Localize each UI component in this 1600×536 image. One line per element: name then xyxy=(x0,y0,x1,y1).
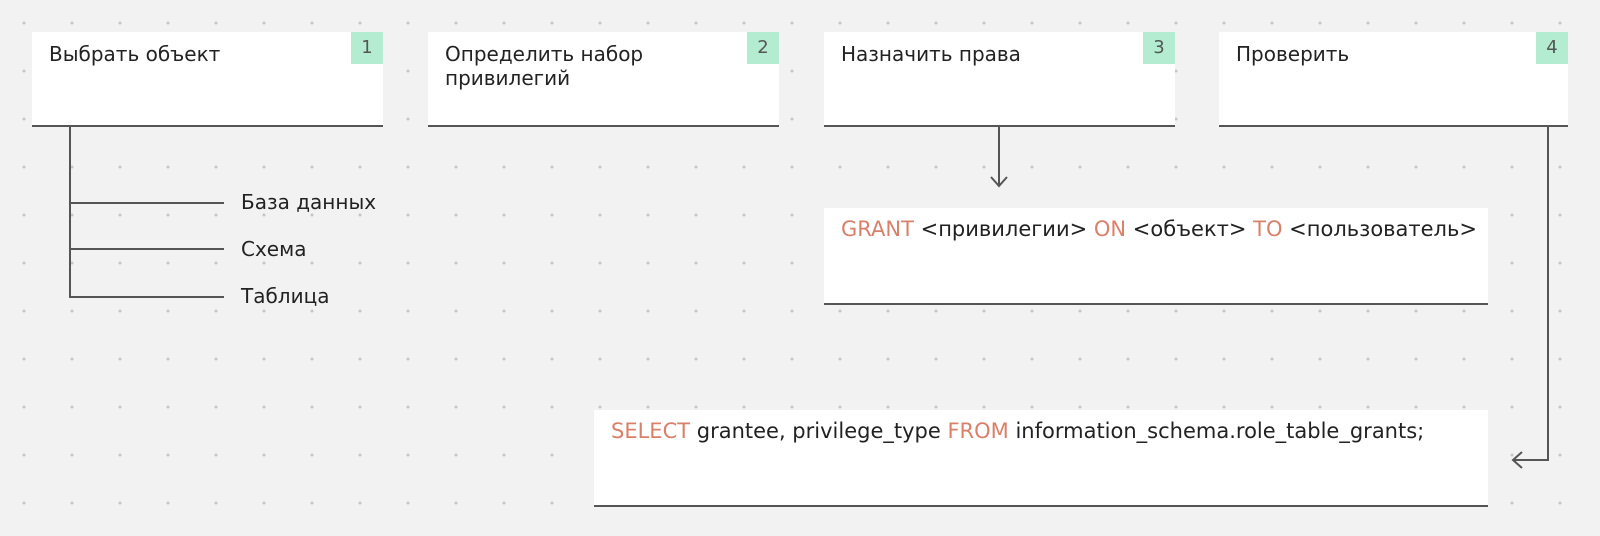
sql-text: grantee, privilege_type xyxy=(690,419,948,443)
sql-keyword-to: TO xyxy=(1253,217,1283,241)
sql-text: <привилегии> xyxy=(913,217,1094,241)
sql-text: <пользователь> xyxy=(1282,217,1477,241)
step-number-badge: 2 xyxy=(747,32,779,64)
tree-item-schema: Схема xyxy=(241,237,307,261)
connector-line-horizontal xyxy=(1514,459,1549,461)
check-statement-card: SELECT grantee, privilege_type FROM info… xyxy=(594,410,1488,507)
check-statement-code: SELECT grantee, privilege_type FROM info… xyxy=(611,416,1424,446)
step-title: Выбрать объект xyxy=(49,42,221,66)
sql-keyword-grant: GRANT xyxy=(841,217,914,241)
grant-statement-card: GRANT <привилегии> ON <объект> TO <польз… xyxy=(824,208,1488,305)
arrow-left-icon xyxy=(1511,451,1523,469)
sql-keyword-select: SELECT xyxy=(611,419,691,443)
tree-branch-line xyxy=(69,248,224,250)
tree-trunk-line xyxy=(69,127,71,298)
step-title: Определить набор привилегий xyxy=(445,42,644,90)
step-card-define-privileges: Определить набор привилегий 2 xyxy=(428,32,779,127)
tree-branch-line xyxy=(69,202,224,204)
step-title: Назначить права xyxy=(841,42,1021,66)
tree-branch-line xyxy=(69,296,224,298)
sql-keyword-from: FROM xyxy=(947,419,1009,443)
step-card-verify: Проверить 4 xyxy=(1219,32,1568,127)
arrow-line-down xyxy=(998,127,1000,185)
grant-statement-code: GRANT <привилегии> ON <объект> TO <польз… xyxy=(841,214,1477,244)
sql-text: information_schema.role_table_grants; xyxy=(1008,419,1425,443)
tree-item-database: База данных xyxy=(241,190,377,214)
sql-text: <объект> xyxy=(1126,217,1254,241)
arrow-down-icon xyxy=(990,176,1008,188)
step-card-select-object: Выбрать объект 1 xyxy=(32,32,383,127)
connector-line-vertical xyxy=(1547,127,1549,461)
step-card-assign-rights: Назначить права 3 xyxy=(824,32,1175,127)
step-number-badge: 1 xyxy=(351,32,383,64)
step-number-badge: 4 xyxy=(1536,32,1568,64)
step-title: Проверить xyxy=(1236,42,1350,66)
tree-item-table: Таблица xyxy=(241,284,330,308)
step-number-badge: 3 xyxy=(1143,32,1175,64)
sql-keyword-on: ON xyxy=(1093,217,1127,241)
